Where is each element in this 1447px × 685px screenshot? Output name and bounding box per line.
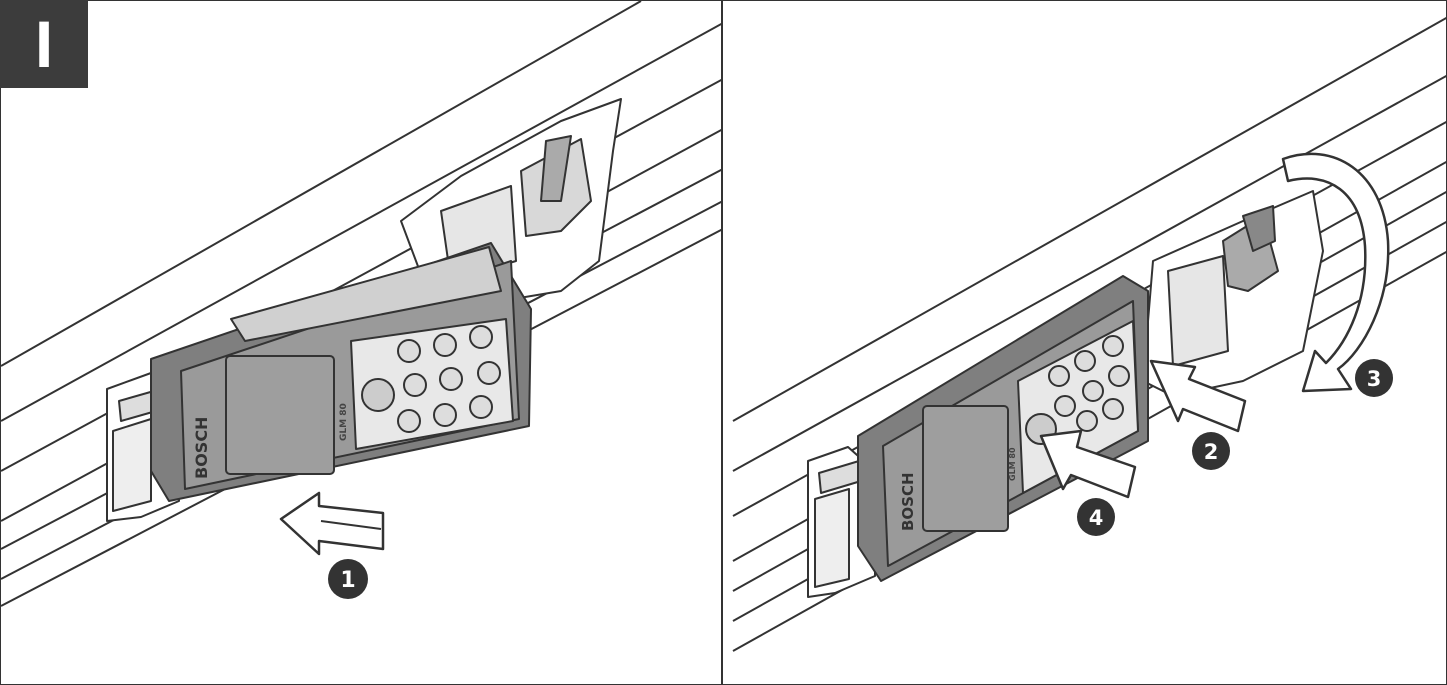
keypad-key [1108,365,1130,387]
left-panel: BOSCH GLM 80 1 [0,0,722,685]
section-label: I [0,0,88,88]
keypad-key [433,403,457,427]
keypad-key [1102,398,1124,420]
keypad-key [1074,350,1096,372]
device-model-label: GLM 80 [339,403,349,441]
keypad-key [403,373,427,397]
device-brand-label: BOSCH [899,472,917,531]
keypad-key [469,395,493,419]
keypad-key [397,339,421,363]
keypad-key [1054,395,1076,417]
measure-button-icon [361,378,395,412]
push-arrow-icon [279,491,385,556]
left-illustration: BOSCH GLM 80 1 [1,1,721,607]
device-model-label: GLM 80 [1008,447,1017,481]
keypad-key [1102,335,1124,357]
keypad-key [477,361,501,385]
step-number: 4 [1089,506,1104,530]
keypad [350,318,514,450]
distance-meter-device: BOSCH GLM 80 [857,275,1149,582]
keypad-key [433,333,457,357]
step-badge-3: 3 [1355,359,1393,397]
push-arrow-icon [1039,429,1137,499]
distance-meter-device: BOSCH GLM 80 [150,242,532,502]
push-arrow-icon [1149,359,1247,433]
step-badge-1: 1 [328,559,368,599]
step-number: 3 [1367,367,1382,391]
device-display [225,355,335,475]
keypad-key [1082,380,1104,402]
rotate-arrow-icon [1281,152,1390,393]
step-number: 1 [340,568,355,593]
step-badge-4: 4 [1077,498,1115,536]
keypad-key [469,325,493,349]
keypad-key [397,409,421,433]
device-display [922,405,1009,532]
keypad-key [1076,410,1098,432]
device-brand-label: BOSCH [192,417,211,479]
right-illustration: BOSCH GLM 80 2 3 4 [732,16,1446,652]
lock-lever-icon [1142,190,1324,397]
step-number: 2 [1204,440,1219,464]
right-panel: BOSCH GLM 80 2 3 4 [722,0,1447,685]
keypad-key [1048,365,1070,387]
step-badge-2: 2 [1192,432,1230,470]
keypad-key [439,367,463,391]
